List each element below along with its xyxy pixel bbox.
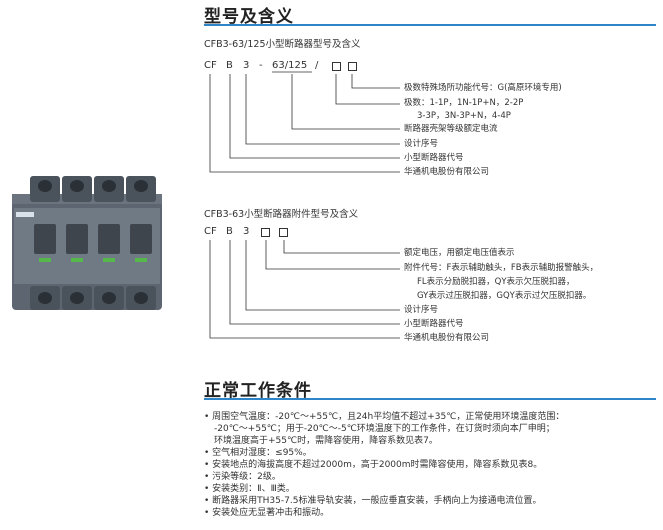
- code-slash: /: [315, 60, 319, 71]
- desc-company: 华通机电股份有限公司: [404, 167, 490, 177]
- section-heading-model: 型号及含义: [204, 7, 294, 27]
- condition-line: • 污染等级：2级。: [204, 472, 281, 482]
- desc-mcb-code: 小型断路器代号: [404, 153, 464, 163]
- accessory-subtitle: CFB3-63小型断路器附件型号及含义: [204, 209, 359, 220]
- code-cf: CF: [204, 226, 217, 237]
- code-3: 3: [243, 60, 250, 71]
- desc-accessory-fl: FL表示分励脱扣器，QY表示欠压脱扣器，: [417, 277, 575, 287]
- desc-company: 华通机电股份有限公司: [404, 333, 490, 343]
- section-heading-conditions: 正常工作条件: [204, 381, 312, 401]
- condition-line: -20℃～+55℃；用于-20℃～-5℃环境温度下的工作条件，在订货时须向本厂申…: [214, 424, 555, 434]
- heading-rule: [204, 24, 656, 26]
- desc-poles-cont: 3-3P，3N-3P+N，4-4P: [417, 111, 511, 121]
- code-b: B: [226, 226, 233, 237]
- placeholder-box: [348, 62, 357, 71]
- desc-special-function: 极数特殊场所功能代号：G(高原环境专用): [404, 83, 562, 93]
- model-subtitle: CFB3-63/125小型断路器型号及含义: [204, 39, 361, 50]
- placeholder-box: [332, 62, 341, 71]
- desc-poles: 极数：1-1P，1N-1P+N，2-2P: [404, 98, 524, 108]
- placeholder-box: [279, 228, 288, 237]
- code-dash: -: [259, 60, 263, 71]
- condition-line: • 安装处应无显著冲击和振动。: [204, 508, 330, 518]
- desc-frame-current: 断路器壳架等级额定电流: [404, 124, 498, 134]
- desc-design-no: 设计序号: [404, 139, 439, 149]
- desc-rated-voltage: 额定电压，用额定电压值表示: [404, 248, 515, 258]
- heading-rule: [204, 398, 656, 400]
- condition-line: 环境温度高于+55℃时，需降容使用，降容系数见表7。: [214, 436, 438, 446]
- desc-accessory-code: 附件代号：F表示辅助触头，FB表示辅助报警触头，: [404, 263, 599, 273]
- condition-line: • 空气相对湿度：≤95%。: [204, 448, 312, 458]
- code-b: B: [226, 60, 233, 71]
- code-cf: CF: [204, 60, 217, 71]
- placeholder-box: [261, 228, 270, 237]
- desc-design-no: 设计序号: [404, 305, 439, 315]
- condition-line: • 断路器采用TH35-7.5标准导轨安装，一般应垂直安装，手柄向上为接通电流位…: [204, 496, 542, 506]
- condition-line: • 周围空气温度：-20℃～+55℃，且24h平均值不超过+35℃，正常使用环境…: [204, 412, 565, 422]
- desc-accessory-gy: GY表示过压脱扣器，GQY表示过欠压脱扣器。: [417, 291, 592, 301]
- condition-line: • 安装类别：Ⅱ、Ⅲ类。: [204, 484, 295, 494]
- circuit-breaker-image: [12, 176, 162, 310]
- code-3: 3: [243, 226, 250, 237]
- code-63-125: 63/125: [272, 60, 308, 71]
- condition-line: • 安装地点的海拔高度不超过2000m，高于2000m时需降容使用，降容系数见表…: [204, 460, 543, 470]
- desc-mcb-code: 小型断路器代号: [404, 319, 464, 329]
